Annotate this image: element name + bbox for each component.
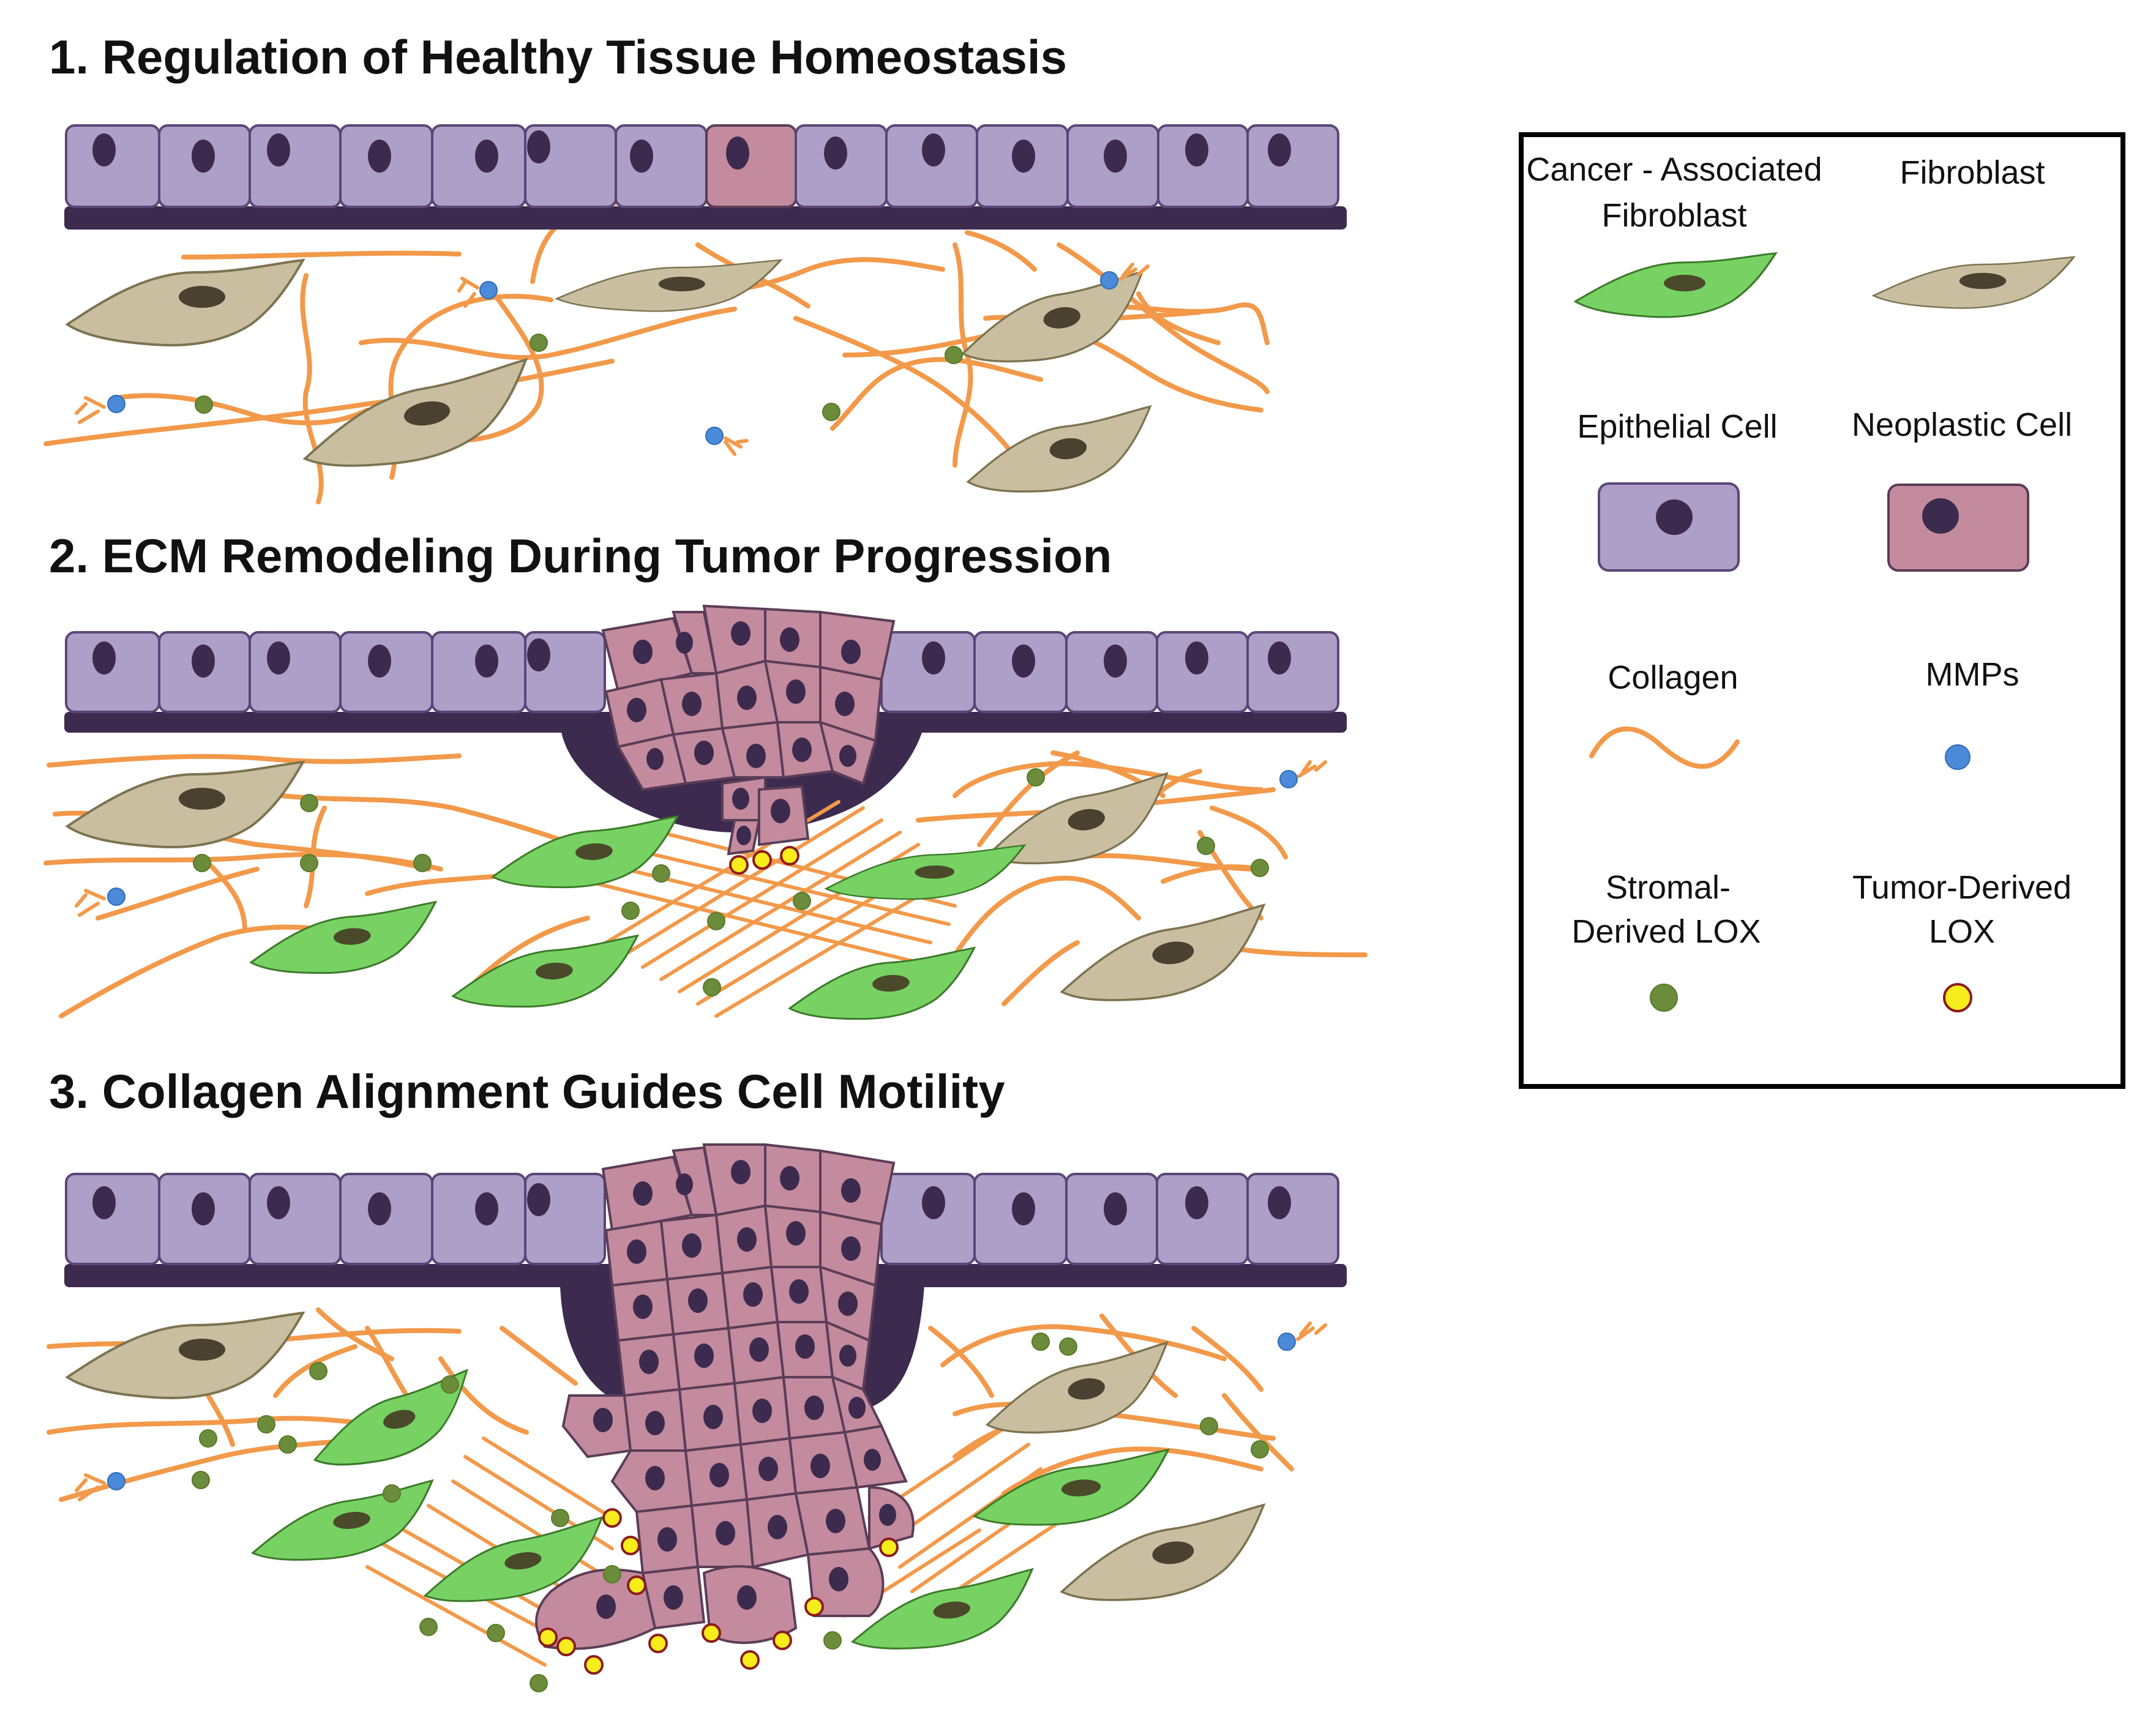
- panel-3-epithelium: [65, 1173, 1339, 1265]
- legend-fibroblast-swatch: [1872, 256, 2075, 310]
- caf-cell: [448, 935, 643, 1013]
- legend-stromal-lox-swatch: [1650, 984, 1678, 1012]
- legend-neoplastic-label: Neoplastic Cell: [1852, 406, 2072, 443]
- legend-caf-label-line2: Fibroblast: [1601, 197, 1746, 234]
- fibroblast-cell: [1052, 903, 1276, 1012]
- legend-epithelial-swatch: [1598, 482, 1740, 572]
- panel-2-tumor-lox: [729, 846, 799, 875]
- panel-2-tumor-mass: [601, 604, 896, 856]
- caf-cell: [244, 1479, 443, 1570]
- fibroblast-cell: [66, 1312, 304, 1400]
- fibroblast-cell: [292, 358, 542, 480]
- caf-cell: [246, 901, 441, 979]
- basement-membrane: [64, 206, 1347, 230]
- legend-tumor-lox-line2: LOX: [1929, 913, 1995, 950]
- fibroblast-cell: [66, 259, 304, 347]
- fibroblast-cell: [555, 259, 782, 313]
- panel-2-illustration: [43, 604, 1368, 1025]
- legend-mmp-label: MMPs: [1926, 656, 2019, 693]
- fibroblast-cell: [979, 772, 1178, 875]
- caf-cell: [785, 947, 980, 1025]
- caf-cell: [844, 1568, 1043, 1659]
- panel-1-illustration: [43, 198, 1270, 504]
- legend-stromal-lox-line2: Derived LOX: [1571, 913, 1761, 950]
- fibroblast-cell: [1052, 1503, 1276, 1612]
- fibroblast-cell: [961, 405, 1159, 501]
- panel-1-title: 1. Regulation of Healthy Tissue Homeosta…: [49, 30, 1067, 84]
- legend-neoplastic-swatch: [1887, 484, 2029, 572]
- panel-1-stromal-lox: [195, 334, 963, 421]
- caf-cell: [968, 1449, 1177, 1533]
- legend-caf-label-line1: Cancer - Associated: [1526, 151, 1822, 188]
- panel-3-mmps: [75, 1321, 1327, 1501]
- panel-3-invading-tumor: [535, 1143, 915, 1650]
- legend-fibroblast-label: Fibroblast: [1900, 154, 2045, 191]
- legend: Cancer - Associated Fibroblast Fibroblas…: [1519, 132, 2125, 1089]
- fibroblast-cell: [979, 1342, 1178, 1444]
- legend-tumor-lox-swatch: [1943, 983, 1972, 1012]
- fibroblast-cell: [66, 761, 304, 849]
- panel-2-epithelium: [65, 631, 1339, 713]
- fibroblast-cell: [954, 271, 1153, 373]
- panel-2-mmps: [75, 760, 1327, 917]
- panel-1-collagen-fibers: [43, 198, 1270, 504]
- caf-cell: [488, 815, 683, 894]
- neoplastic-cell: [705, 124, 797, 208]
- caf-cell: [304, 1369, 481, 1478]
- caf-cell: [415, 1516, 615, 1612]
- caf-cell: [823, 844, 1028, 903]
- legend-tumor-lox-line1: Tumor-Derived: [1852, 869, 2072, 906]
- legend-epithelial-label: Epithelial Cell: [1577, 408, 1777, 445]
- panel-1-mmps: [75, 263, 1150, 456]
- legend-collagen-swatch: [1589, 726, 1740, 769]
- panel-3-title: 3. Collagen Alignment Guides Cell Motili…: [49, 1064, 1005, 1118]
- legend-mmp-swatch: [1945, 744, 1971, 770]
- panel-3-stromal-lox: [192, 1332, 1269, 1692]
- panel-3-illustration: [47, 1143, 1347, 1692]
- panel-2-stromal-lox: [193, 768, 1269, 996]
- legend-caf-swatch: [1574, 252, 1777, 318]
- panel-1-epithelium: [65, 124, 1339, 208]
- legend-stromal-lox-line1: Stromal-: [1606, 869, 1731, 906]
- panel-2-title: 2. ECM Remodeling During Tumor Progressi…: [49, 529, 1112, 583]
- panel-3-tumor-lox: [538, 1508, 899, 1675]
- legend-collagen-label: Collagen: [1608, 659, 1738, 696]
